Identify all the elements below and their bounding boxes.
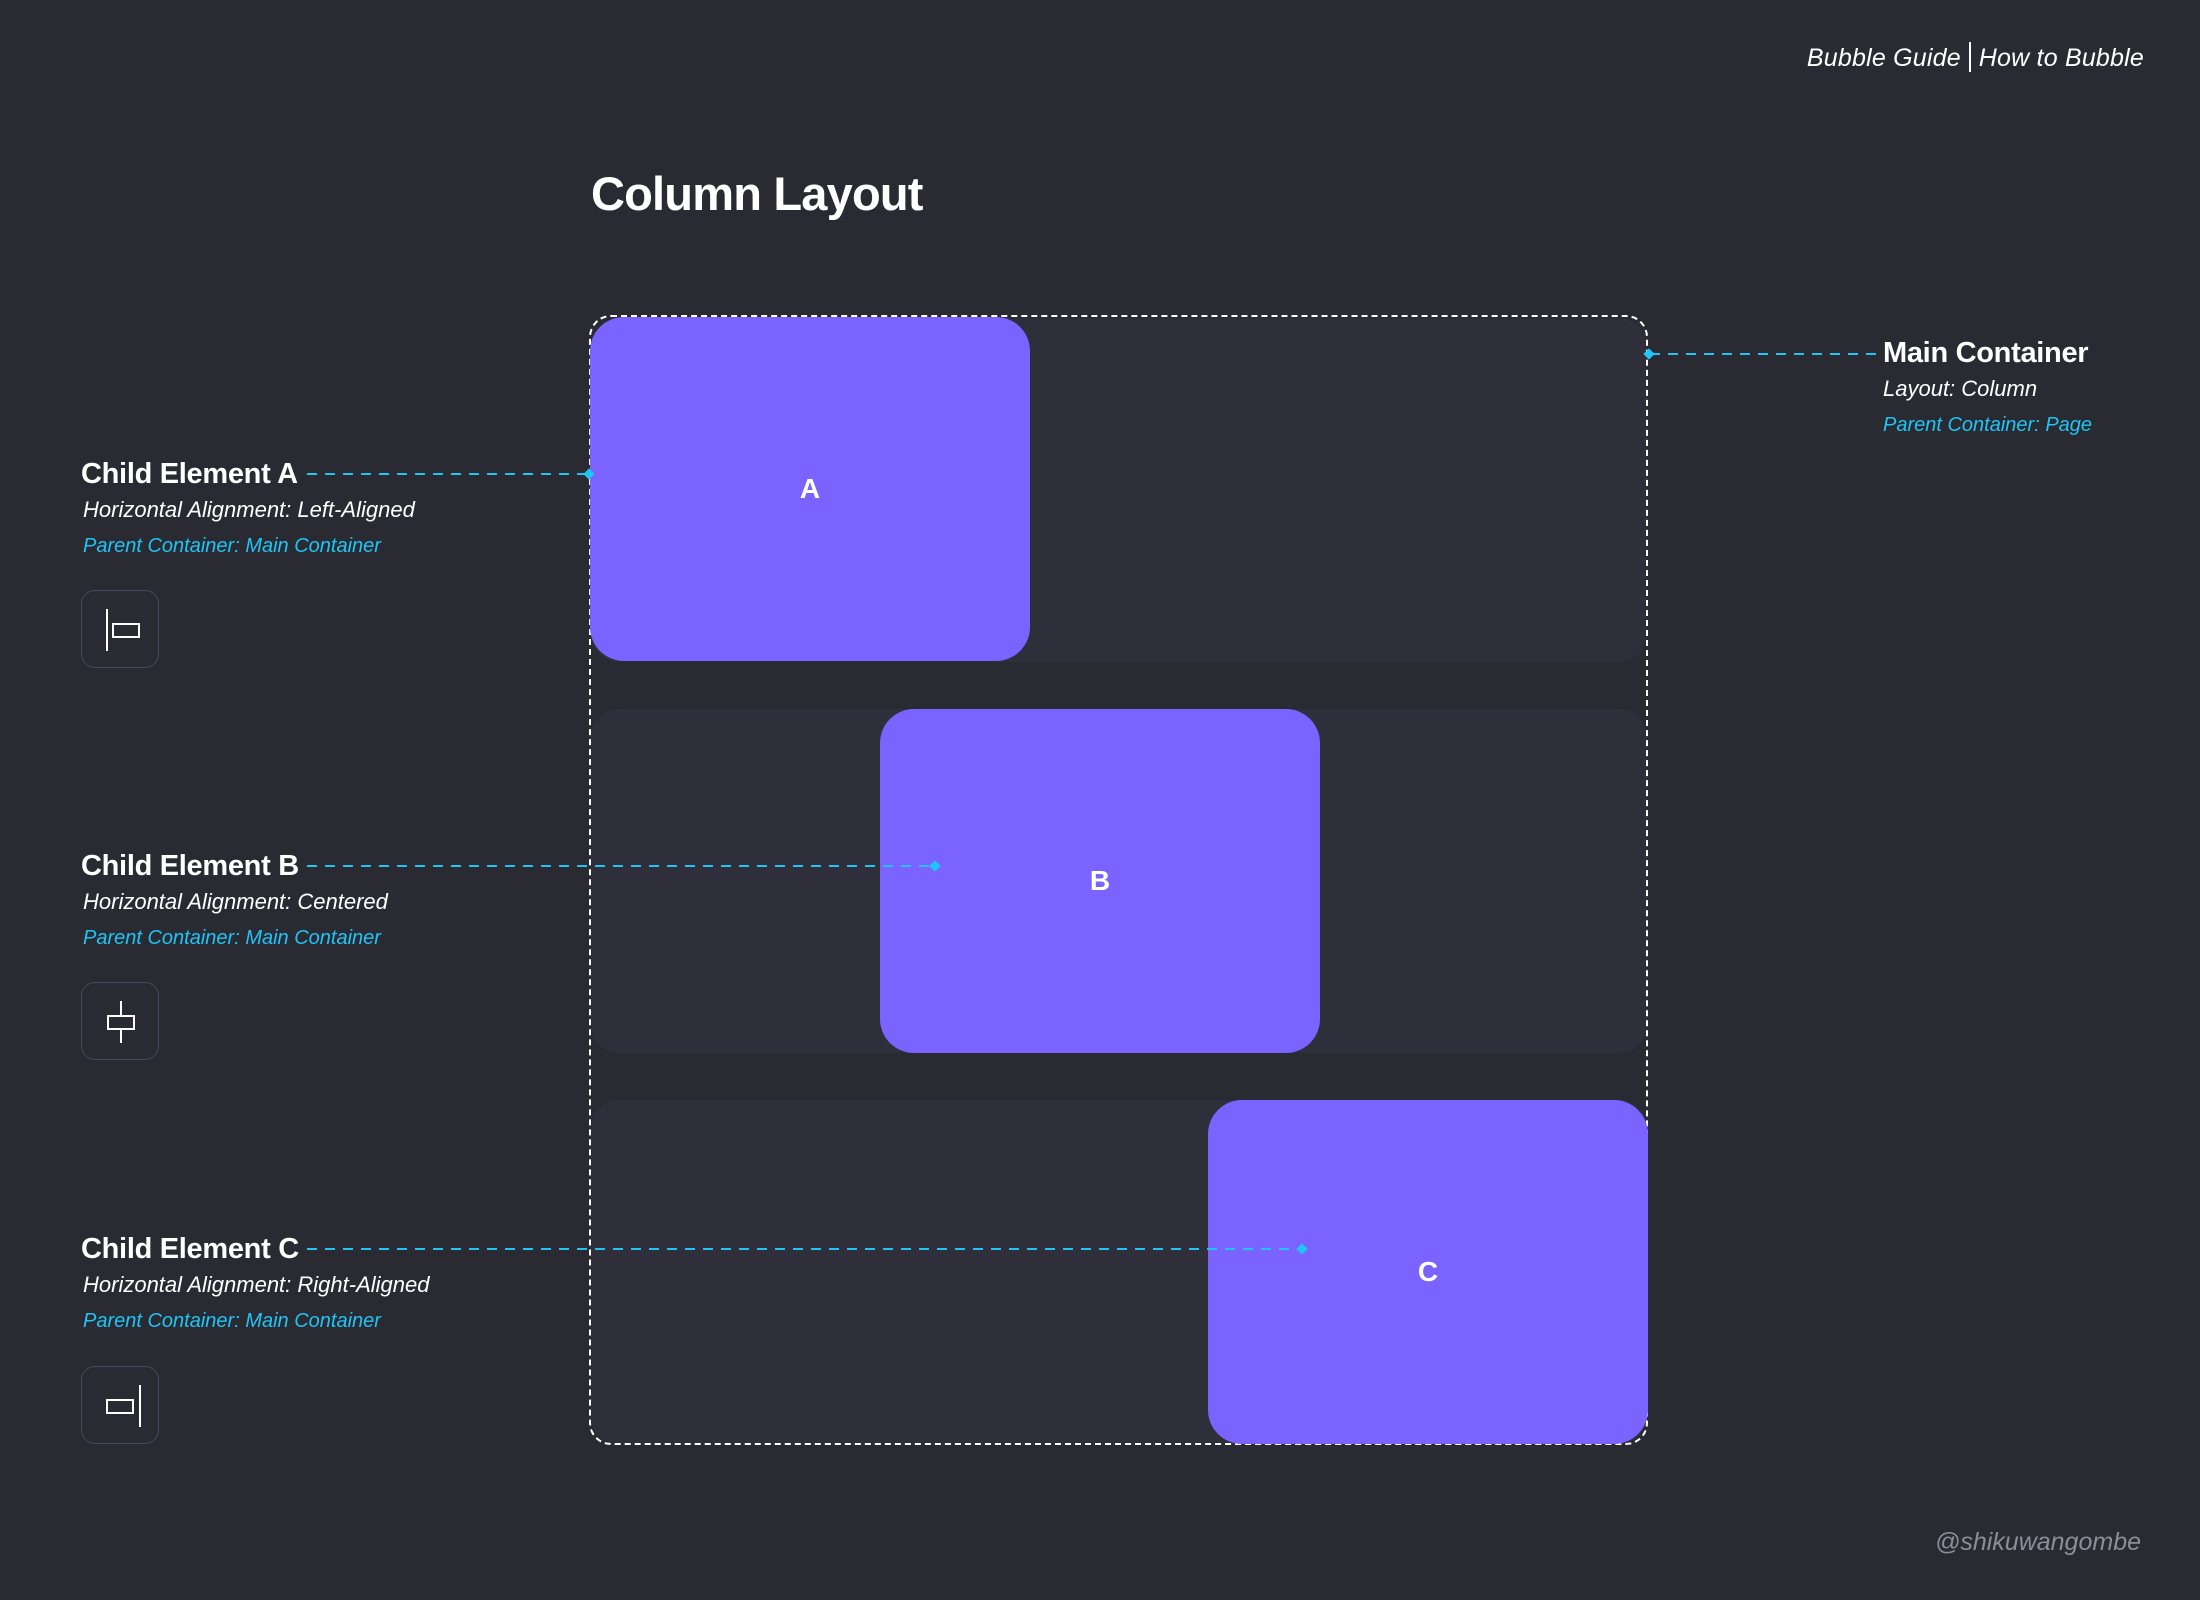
align-center-button[interactable] (81, 982, 159, 1060)
connector-b-dot (929, 860, 941, 872)
header-credit-guide: Bubble Guide (1806, 44, 1961, 72)
align-right-button[interactable] (81, 1366, 159, 1444)
child-element-a-label: A (799, 473, 821, 504)
connector-c-dot (1296, 1243, 1308, 1255)
child-b-title: Child Element B (81, 850, 299, 882)
main-container-parent: Parent Container: Page (1883, 414, 2093, 436)
author-watermark: @shikuwangombe (1934, 1528, 2141, 1556)
child-a-title: Child Element A (81, 458, 298, 490)
align-left-icon (106, 609, 140, 651)
child-c-parent: Parent Container: Main Container (83, 1310, 381, 1332)
align-left-button[interactable] (81, 590, 159, 668)
child-a-note: Child Element A Horizontal Alignment: Le… (81, 457, 415, 561)
child-element-c-label: C (1417, 1256, 1439, 1287)
connector-a-dot (583, 468, 595, 480)
header-credit: Bubble Guide How to Bubble (1807, 42, 2144, 73)
child-c-note: Child Element C Horizontal Alignment: Ri… (81, 1232, 429, 1336)
main-container (589, 315, 1648, 1445)
connector-main-dot (1643, 348, 1655, 360)
child-element-b[interactable]: B (880, 709, 1320, 1053)
child-c-alignment: Horizontal Alignment: Right-Aligned (83, 1272, 430, 1297)
child-b-parent: Parent Container: Main Container (83, 927, 381, 949)
header-credit-how-to: How to Bubble (1978, 44, 2144, 72)
child-a-alignment: Horizontal Alignment: Left-Aligned (83, 497, 415, 522)
child-b-alignment: Horizontal Alignment: Centered (83, 889, 388, 914)
child-element-b-label: B (1089, 865, 1111, 896)
child-element-a[interactable]: A (590, 317, 1030, 661)
main-container-title: Main Container (1883, 337, 2089, 369)
child-a-parent: Parent Container: Main Container (83, 535, 381, 557)
child-element-c[interactable]: C (1208, 1100, 1648, 1444)
child-c-title: Child Element C (81, 1233, 299, 1265)
page-title: Column Layout (591, 167, 923, 220)
main-container-layout: Layout: Column (1883, 376, 2038, 401)
header-separator (1968, 42, 1971, 72)
main-container-note: Main Container Layout: Column Parent Con… (1883, 336, 2092, 440)
align-center-icon (107, 1001, 135, 1043)
child-b-note: Child Element B Horizontal Alignment: Ce… (81, 849, 388, 953)
align-right-icon (106, 1385, 141, 1427)
